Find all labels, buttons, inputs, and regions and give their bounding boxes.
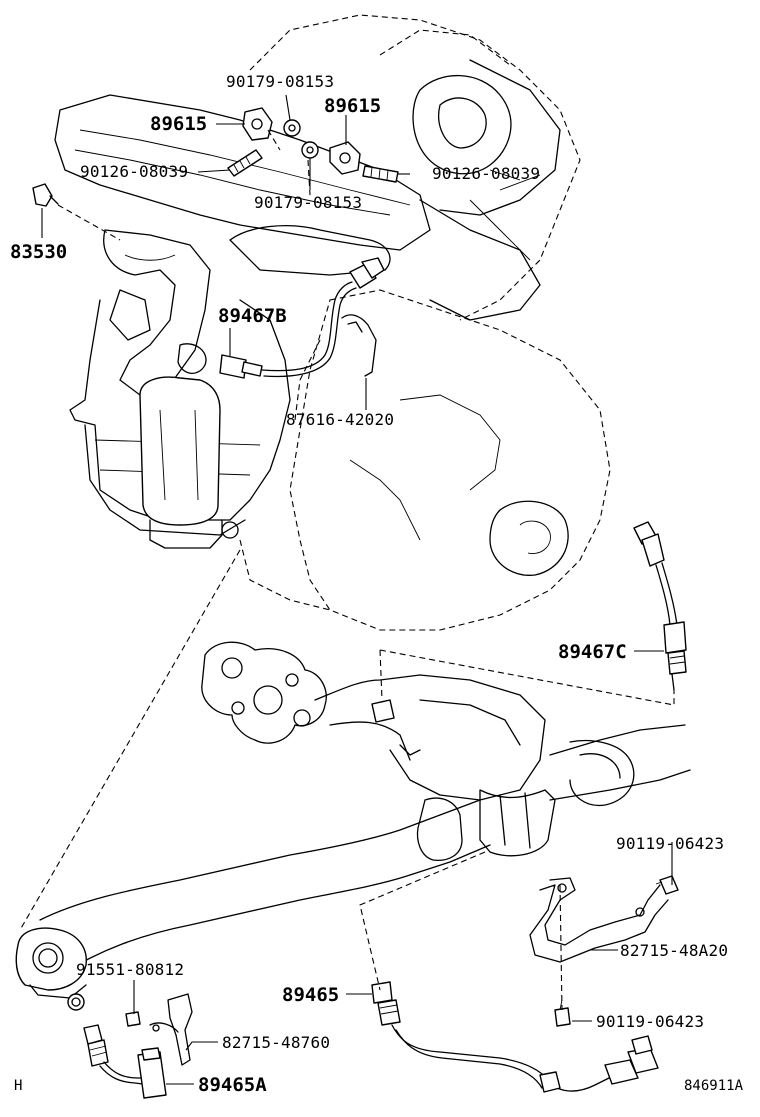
exhaust-assembly <box>15 521 691 1099</box>
bolt-90119-bottom <box>554 999 571 1027</box>
bracket-87616 <box>341 314 377 377</box>
assembly-guide-lines <box>19 129 675 1011</box>
part-label: 89467B <box>218 305 287 327</box>
part-label: 91551-80812 <box>76 960 184 979</box>
part-labels: 90179-08153 89615 89615 90126-08039 9012… <box>10 72 744 1096</box>
part-label: 90179-08153 <box>254 193 362 212</box>
part-label: 90126-08039 <box>80 162 188 181</box>
washer-right <box>301 141 319 159</box>
part-label: 90119-06423 <box>596 1012 704 1031</box>
bolt-90119-top <box>655 875 679 895</box>
knock-sensor-right <box>329 141 361 175</box>
part-label: 83530 <box>10 241 67 263</box>
bracket-82715-48A20 <box>529 877 669 963</box>
part-label: 82715-48A20 <box>620 941 728 960</box>
oxygen-sensor-89467C <box>633 521 687 691</box>
part-label: 89615 <box>150 113 207 135</box>
knock-sensor-left <box>242 107 273 141</box>
oxygen-sensor-89465A <box>67 993 167 1099</box>
figure-code: 846911A <box>684 1078 744 1094</box>
bolt-91551 <box>125 1011 141 1027</box>
part-label: 89465A <box>198 1074 267 1096</box>
oxygen-sensor-89467B <box>219 257 385 379</box>
part-label: 90126-08039 <box>432 164 540 183</box>
part-label: 90179-08153 <box>226 72 334 91</box>
temp-sensor-83530 <box>32 183 59 207</box>
part-label: 89465 <box>282 984 339 1006</box>
bracket-82715-48760 <box>149 993 193 1066</box>
washer-left <box>283 119 301 137</box>
oxygen-sensor-89465 <box>371 981 659 1093</box>
part-label: 89615 <box>324 95 381 117</box>
part-label: 82715-48760 <box>222 1033 330 1052</box>
leader-lines <box>41 94 673 1085</box>
part-label: 89467C <box>558 641 627 663</box>
stud-bolt-left <box>227 149 263 177</box>
part-label: 90119-06423 <box>616 834 724 853</box>
part-label: 87616-42020 <box>286 410 394 429</box>
corner-mark: H <box>14 1078 22 1094</box>
engine-assembly <box>32 14 611 631</box>
stud-bolt-right <box>362 165 399 183</box>
